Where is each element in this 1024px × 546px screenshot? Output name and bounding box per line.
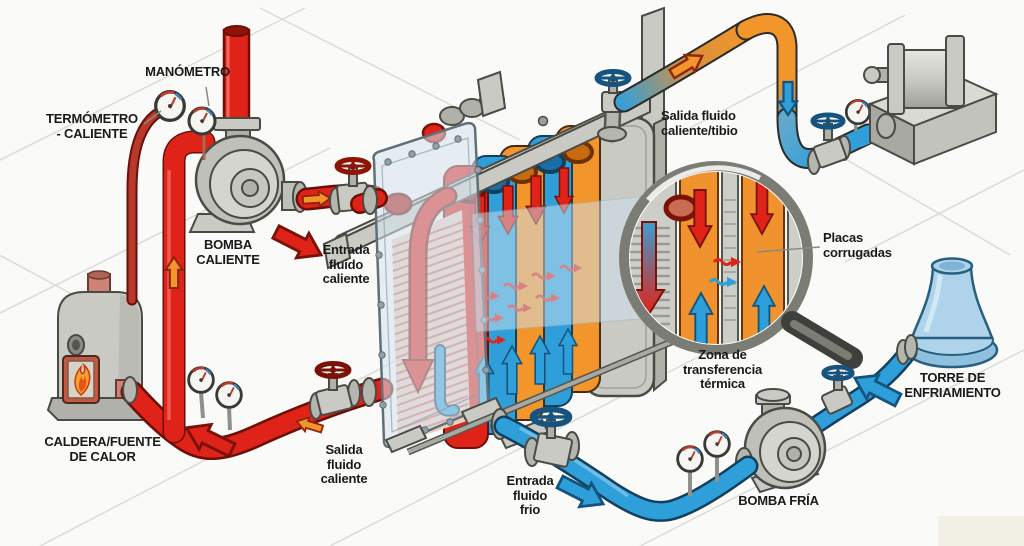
pressure-gauge-icon bbox=[844, 98, 872, 126]
motor-unit bbox=[863, 35, 999, 166]
pressure-gauge-icon bbox=[703, 430, 731, 458]
valve-handwheel-icon bbox=[533, 410, 570, 425]
valve-handwheel-icon bbox=[337, 160, 369, 173]
cold-pump bbox=[735, 388, 827, 494]
pressure-gauge-icon bbox=[676, 445, 704, 473]
boiler-gauges bbox=[187, 366, 243, 431]
hot-riser-pipe bbox=[162, 130, 216, 444]
leader-line bbox=[756, 246, 821, 253]
hot-return-valve bbox=[309, 364, 361, 420]
cooling-tower bbox=[905, 257, 999, 369]
thermometer-gauge-icon bbox=[154, 90, 186, 122]
cold-supply-pipe bbox=[796, 334, 918, 442]
valve-handwheel-icon bbox=[824, 367, 853, 379]
cold-inlet-pipe bbox=[493, 410, 759, 522]
pump-gauges bbox=[154, 90, 217, 136]
label-termometro: TERMÓMETRO- CALIENTE bbox=[46, 111, 138, 141]
valve-handwheel-icon bbox=[813, 115, 843, 127]
valve-handwheel-icon bbox=[317, 364, 349, 377]
valve-handwheel-icon bbox=[597, 72, 629, 85]
manometer-gauge-icon bbox=[187, 106, 217, 136]
leader-line bbox=[143, 110, 162, 125]
flame-icon bbox=[74, 362, 91, 396]
cold-inlet-valve bbox=[524, 410, 580, 468]
background-grid bbox=[0, 7, 1024, 546]
pressure-gauge-icon bbox=[215, 381, 243, 409]
cold-supply-valve bbox=[820, 367, 853, 415]
pressure-gauge-icon bbox=[187, 366, 215, 394]
magnifier bbox=[471, 161, 863, 369]
label-manometro: MANÓMETRO bbox=[145, 64, 230, 79]
label-bomba-fria: BOMBA FRÍA bbox=[738, 493, 819, 508]
leader-line bbox=[205, 86, 210, 107]
warm-line-valve bbox=[807, 115, 851, 175]
hot-pump bbox=[188, 25, 308, 233]
